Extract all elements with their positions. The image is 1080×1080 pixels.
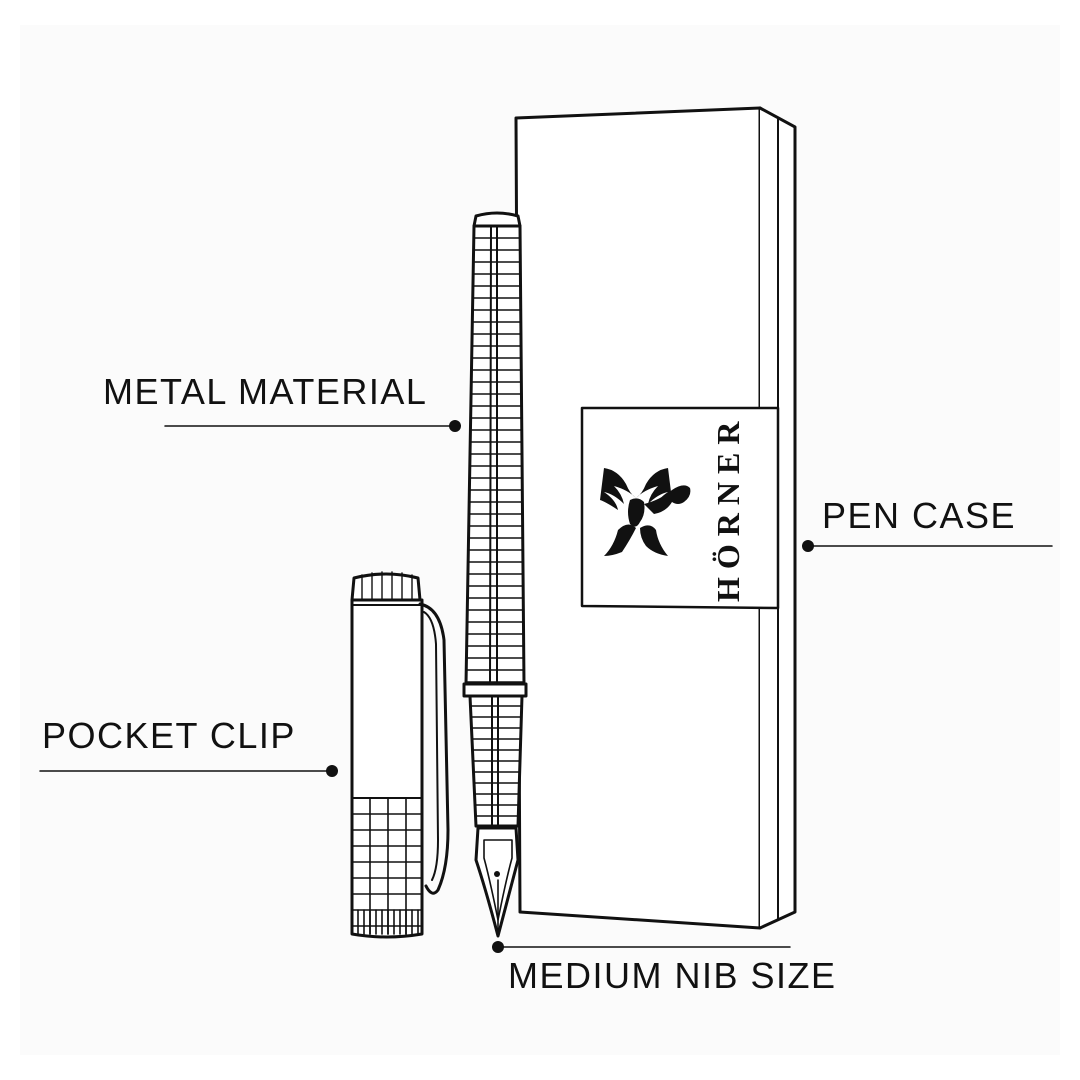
pen-body xyxy=(462,211,528,938)
metal-material-label: METAL MATERIAL xyxy=(103,371,428,412)
medium-nib-size-label: MEDIUM NIB SIZE xyxy=(508,955,837,996)
medium-nib-size-dot xyxy=(492,941,504,953)
callout-dots xyxy=(326,420,814,953)
pocket-clip-dot xyxy=(326,765,338,777)
metal-material-dot xyxy=(449,420,461,432)
pen-case-label: PEN CASE xyxy=(822,495,1017,536)
pen-case-box xyxy=(514,106,797,930)
nib-inner-dot xyxy=(494,871,500,877)
phoenix-icon xyxy=(600,468,691,556)
pen-cap xyxy=(350,571,450,939)
pen-case-dot xyxy=(802,540,814,552)
brand-name: HÖRNER xyxy=(710,413,746,602)
callout-lines xyxy=(39,425,1053,948)
pocket-clip-label: POCKET CLIP xyxy=(42,715,296,756)
